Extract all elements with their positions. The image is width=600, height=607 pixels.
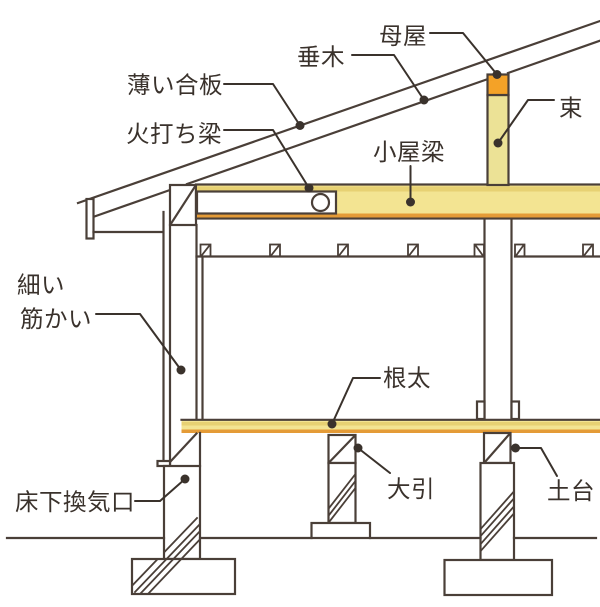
floor-joist-block-left	[475, 400, 486, 421]
label-angle-brace: 火打ち梁	[126, 120, 222, 148]
leader-sill	[514, 447, 558, 477]
dot-angle-brace	[304, 183, 314, 193]
left-wall	[162, 210, 204, 468]
sill-diagonal	[483, 432, 512, 464]
floor-joist-block-right	[510, 400, 521, 421]
dot-purlin	[492, 70, 502, 79]
floor-assembly	[180, 400, 600, 433]
center-post	[483, 217, 513, 421]
roof-sheathing-top-line	[76, 19, 600, 205]
leader-diagonal-brace	[95, 313, 182, 371]
leader-strut	[497, 99, 555, 144]
footing-right	[443, 558, 554, 597]
ceiling	[195, 243, 600, 258]
right-foundation	[443, 431, 554, 597]
floor-strip	[181, 422, 600, 426]
label-floor-joist: 根太	[383, 364, 431, 392]
label-thin-plywood: 薄い合板	[127, 71, 223, 99]
leader-vent	[134, 478, 186, 502]
dot-sill	[511, 443, 520, 453]
rafter-line-mid-segment	[185, 77, 490, 186]
rafter-line-eave-segment	[91, 188, 172, 219]
dot-rafter	[419, 95, 429, 105]
floor-post-hatch	[328, 472, 356, 523]
ceiling-joist-blocks	[199, 243, 594, 258]
label-sill: 土台	[547, 477, 595, 505]
leader-thin-plywood	[223, 83, 301, 127]
brace-foot-diagonal	[169, 431, 199, 463]
text-labels: 母屋 垂木 薄い合板 火打ち梁 小屋梁 束 細い 筋かい 根太 大引 床下換気口…	[15, 22, 595, 516]
floor-bottom-edge	[181, 429, 600, 433]
leader-angle-brace	[223, 129, 310, 189]
label-diagonal-brace-line2: 筋かい	[20, 305, 92, 333]
label-girder: 大引	[387, 475, 435, 503]
dot-floor-joist	[327, 419, 337, 429]
roof-beam-top-strip	[197, 186, 600, 192]
leader-floor-joist	[331, 377, 381, 425]
footing-left	[130, 557, 237, 596]
leader-girder	[357, 447, 391, 474]
leader-rafter	[351, 54, 425, 101]
leader-lines	[95, 32, 558, 502]
dot-roof-beam	[406, 197, 415, 207]
angle-brace	[195, 190, 338, 215]
dot-vent	[180, 474, 190, 484]
dot-strut	[493, 138, 503, 148]
leader-purlin	[429, 32, 498, 76]
rafter-line-ridge-segment	[506, 39, 600, 75]
roof-lines	[76, 19, 600, 219]
left-foundation	[130, 464, 237, 596]
label-roof-beam: 小屋梁	[373, 138, 445, 166]
label-diagonal-brace-line1: 細い	[17, 271, 65, 299]
label-strut: 束	[559, 94, 583, 122]
roof-beam-bottom-edge	[197, 213, 600, 218]
dot-girder	[353, 443, 363, 453]
label-rafter: 垂木	[297, 43, 345, 71]
label-vent: 床下換気口	[15, 488, 135, 516]
label-purlin: 母屋	[379, 22, 427, 50]
middle-pier	[310, 433, 372, 540]
pier-footing	[310, 521, 372, 540]
bolt-circle	[310, 192, 331, 213]
wall-top-block	[168, 183, 198, 227]
concrete-hatch-right	[480, 490, 514, 553]
angle-brace-body	[195, 190, 338, 215]
leader-dots	[176, 70, 520, 484]
dot-thin-plywood	[295, 121, 305, 130]
dot-diagonal-brace	[176, 365, 186, 375]
girder-diagonal	[327, 434, 357, 464]
wall-top-plate-diagonal	[169, 184, 197, 226]
fascia-board	[85, 197, 95, 240]
